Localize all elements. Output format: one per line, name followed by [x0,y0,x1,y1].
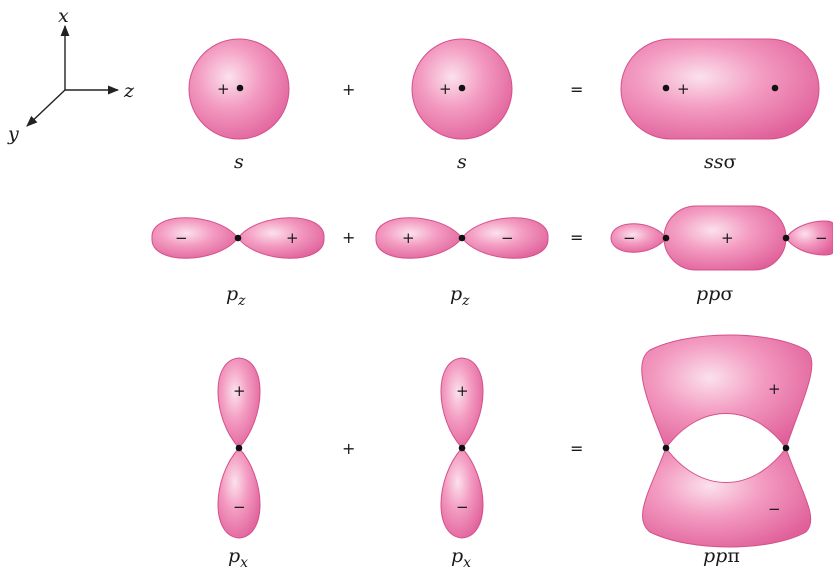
sign-label: − [456,498,469,516]
caption-pz-left: pz [226,283,246,309]
pp-pi-lower-lobe [642,448,810,547]
nucleus-dot [783,235,790,242]
nucleus-dot [459,445,466,452]
z-axis-label: z [123,80,135,102]
pz-right-lobe-plus [376,218,462,259]
nucleus-dot [237,85,244,92]
px-left-lobe-minus [218,448,260,538]
sign-label: + [677,80,690,98]
row-s-sigma: + s + + s = + ssσ [189,39,819,173]
sign-label: + [456,382,469,400]
equals-operator: = [570,228,583,247]
row-p-sigma: − + pz + + − pz = − + − ppσ [152,206,833,309]
pp-pi-upper-lobe [642,335,812,448]
sign-label: − [623,229,636,247]
equals-operator: = [570,439,583,458]
caption-px-left: px [228,545,248,571]
nucleus-dot [663,85,670,92]
nucleus-dot [783,445,790,452]
sign-label: − [233,498,246,516]
caption-px-right: px [451,545,471,571]
px-right-lobe-plus [441,358,483,448]
plus-operator: + [342,439,355,458]
nucleus-dot [663,235,670,242]
x-axis-label: x [58,5,69,27]
nucleus-dot [772,85,779,92]
caption-pp-pi: ppπ [703,545,740,567]
caption-ss-sigma: ssσ [704,151,737,173]
pz-left-lobe-plus [238,218,324,259]
sign-label: + [217,80,230,98]
caption-pp-sigma: ppσ [696,283,733,305]
nucleus-dot [663,445,670,452]
caption-s-right: s [457,151,467,173]
px-right-lobe-minus [441,448,483,538]
sign-label: − [768,500,781,518]
sign-label: + [402,229,415,247]
sign-label: + [721,229,734,247]
caption-pz-right: pz [450,283,470,309]
plus-operator: + [342,228,355,247]
y-axis-arrow [27,90,65,126]
sign-label: − [501,229,514,247]
pz-left-lobe-minus [152,218,238,259]
nucleus-dot [235,235,242,242]
nucleus-dot [459,85,466,92]
ss-sigma-orbital [621,39,819,139]
pp-sigma-outer-lobe-left [611,224,666,253]
nucleus-dot [236,445,243,452]
sign-label: − [175,229,188,247]
y-axis-label: y [7,123,19,145]
sign-label: + [768,380,781,398]
sign-label: + [286,229,299,247]
sign-label: + [233,382,246,400]
equals-operator: = [570,80,583,99]
caption-s-left: s [234,151,244,173]
nucleus-dot [459,235,466,242]
coordinate-axes: x z y [7,5,135,145]
px-left-lobe-plus [218,358,260,448]
sign-label: − [815,229,828,247]
row-p-pi: + − px + + − px = + − ppπ [218,335,812,571]
plus-operator: + [342,80,355,99]
sign-label: + [439,80,452,98]
